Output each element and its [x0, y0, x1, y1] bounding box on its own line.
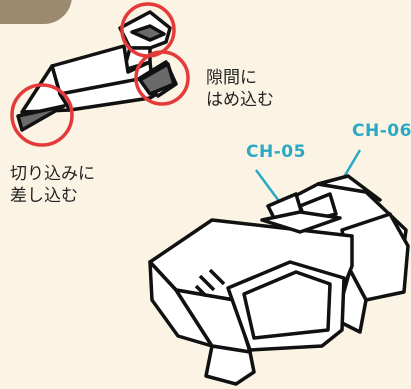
- small-part-drawing: [16, 10, 178, 132]
- gap-note-line-2: はめ込む: [206, 90, 274, 110]
- assembled-part-drawing: [148, 174, 410, 386]
- part-label-ch06: CH-06: [352, 121, 411, 141]
- part-label-ch05: CH-05: [246, 142, 306, 162]
- highlight-circle-gap: [134, 50, 190, 106]
- gap-note-line-1: 隙間に: [206, 68, 257, 88]
- slit-insert-note: 切り込みに 差し込む: [10, 163, 95, 207]
- gap-insert-note: 隙間に はめ込む: [206, 67, 274, 111]
- slit-note-line-2: 差し込む: [10, 186, 78, 206]
- slit-note-line-1: 切り込みに: [10, 164, 95, 184]
- highlight-circle-slit: [10, 83, 74, 147]
